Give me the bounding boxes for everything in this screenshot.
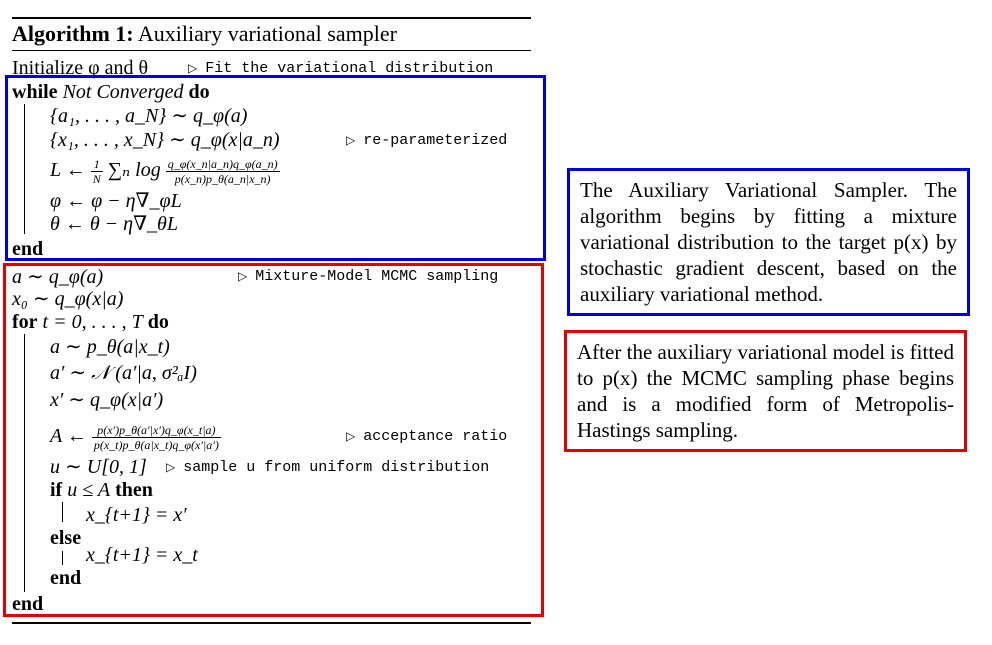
if-end: end — [50, 567, 82, 589]
propose-a-prime: a′ ∼ 𝒩 (a′|a, σ²ₐI) — [50, 362, 197, 384]
sample-x-prime: x′ ∼ q_φ(x|a′) — [50, 389, 164, 411]
reject-assign: x_{t+1} = x_t — [86, 544, 198, 566]
then-block-bar — [62, 502, 63, 522]
while-block-bar — [24, 104, 25, 234]
for-line: for t = 0, . . . , T do — [12, 311, 169, 333]
acceptance-comment: ▷acceptance ratio — [346, 428, 508, 445]
while-end: end — [12, 238, 44, 260]
else-block-bar — [62, 551, 63, 565]
uniform-line: u ∼ U[0, 1] — [50, 456, 147, 478]
sample-x-line: {x₁, . . . , x_N} ∼ q_φ(x|a_n) — [50, 129, 280, 151]
caption-rule — [12, 50, 531, 51]
init-line: Initialize φ and θ — [12, 57, 149, 79]
algorithm-title: Auxiliary variational sampler — [137, 21, 397, 46]
mcmc-box — [3, 263, 544, 617]
triangle-icon: ▷ — [238, 269, 248, 283]
theta-update-line: θ ← θ − η∇_θL — [50, 213, 178, 235]
mcmc-sample-a: a ∼ q_φ(a) — [12, 266, 104, 288]
mcmc-sample-x0: x₀ ∼ q_φ(x|a) — [12, 288, 124, 310]
triangle-icon: ▷ — [346, 133, 356, 147]
triangle-icon: ▷ — [166, 460, 176, 474]
sample-a-given-x: a ∼ p_θ(a|x_t) — [50, 336, 170, 358]
uniform-comment: ▷sample u from uniform distribution — [166, 459, 490, 476]
variational-fit-box — [5, 75, 546, 261]
red-note: After the auxiliary variational model is… — [564, 330, 967, 452]
algorithm-caption: Algorithm 1: Auxiliary variational sampl… — [12, 21, 397, 47]
else-line: else — [50, 527, 82, 549]
for-end: end — [12, 593, 44, 615]
if-line: if u ≤ A then — [50, 479, 153, 501]
bottom-rule — [12, 622, 531, 624]
sample-a-line: {a₁, . . . , a_N} ∼ q_φ(a) — [50, 105, 248, 127]
blue-note: The Auxiliary Variational Sampler. The a… — [567, 168, 970, 316]
mixture-mcmc-comment: ▷Mixture-Model MCMC sampling — [238, 268, 499, 285]
reparam-comment: ▷re-parameterized — [346, 132, 508, 149]
phi-update-line: φ ← φ − η∇_φL — [50, 190, 182, 212]
init-comment: ▷Fit the variational distribution — [188, 60, 494, 77]
algorithm-label: Algorithm 1: — [12, 21, 134, 46]
triangle-icon: ▷ — [346, 429, 356, 443]
while-line: while Not Converged do — [12, 81, 210, 103]
accept-assign: x_{t+1} = x′ — [86, 504, 187, 526]
triangle-icon: ▷ — [188, 61, 198, 75]
for-block-bar — [24, 334, 25, 592]
top-rule — [12, 17, 531, 19]
acceptance-line: A ← p(x′)p_θ(a′|x′)q_φ(x_t|a)p(x_t)p_θ(a… — [50, 422, 221, 452]
